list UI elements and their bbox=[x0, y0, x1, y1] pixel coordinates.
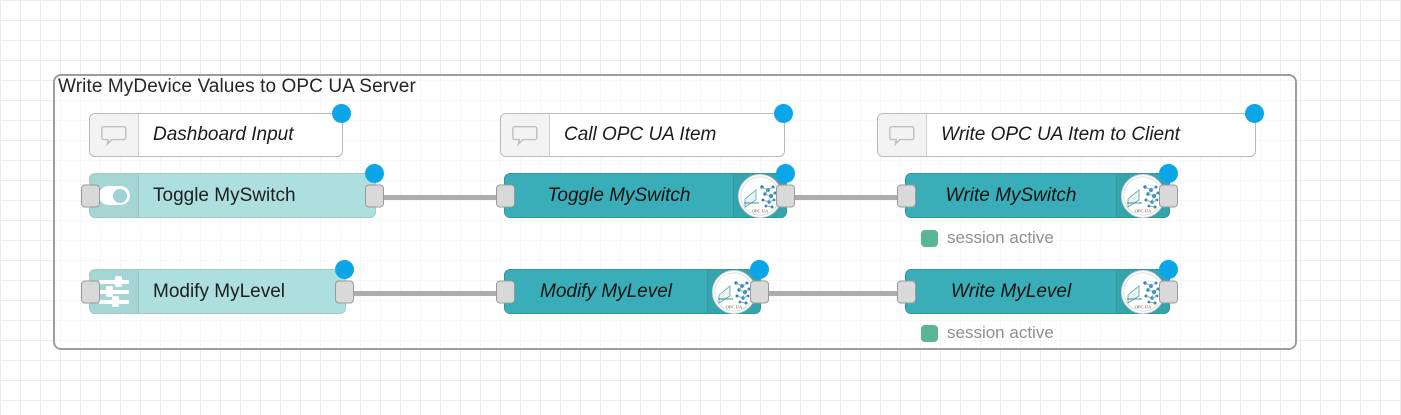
opc-ua-logo-icon: OPC UA bbox=[1116, 269, 1169, 314]
input-port[interactable] bbox=[81, 280, 100, 303]
unsaved-changes-badge bbox=[365, 164, 384, 183]
unsaved-changes-badge bbox=[335, 260, 354, 279]
node-write-myswitch-opcua-client[interactable]: Write MySwitch bbox=[897, 164, 1178, 218]
comment-label: Dashboard Input bbox=[153, 124, 294, 145]
input-port[interactable] bbox=[897, 280, 916, 303]
node-label: Write MyLevel bbox=[950, 280, 1072, 302]
unsaved-changes-badge bbox=[774, 104, 793, 123]
unsaved-changes-badge bbox=[1159, 260, 1178, 279]
status-badge-write-mylevel: session active bbox=[921, 323, 1054, 343]
input-port[interactable] bbox=[496, 184, 515, 207]
comment-label: Write OPC UA Item to Client bbox=[941, 124, 1180, 145]
output-port[interactable] bbox=[365, 184, 384, 207]
node-label: Write MySwitch bbox=[945, 184, 1077, 206]
input-port[interactable] bbox=[897, 184, 916, 207]
status-badge-write-myswitch: session active bbox=[921, 228, 1054, 248]
comment-node-dashboard-input[interactable]: Dashboard Input bbox=[89, 104, 351, 157]
output-port[interactable] bbox=[335, 280, 354, 303]
group-title: Write MyDevice Values to OPC UA Server bbox=[58, 76, 416, 97]
input-port[interactable] bbox=[81, 184, 100, 207]
speech-bubble-icon bbox=[90, 114, 139, 156]
node-label: Toggle MySwitch bbox=[153, 184, 296, 206]
output-port[interactable] bbox=[750, 280, 769, 303]
opc-ua-caption: OPC UA bbox=[752, 208, 769, 213]
opc-ua-logo-icon: OPC UA bbox=[1116, 173, 1169, 218]
speech-bubble-icon bbox=[501, 114, 550, 156]
comment-node-write-opc-ua-item-to-client[interactable]: Write OPC UA Item to Client bbox=[877, 104, 1264, 157]
speech-bubble-icon bbox=[878, 114, 927, 156]
node-modify-mylevel-opcua-item[interactable]: Modify MyLevel bbox=[496, 260, 769, 314]
wire-toggle-opcua-to-write[interactable] bbox=[778, 195, 912, 200]
wire-level-opcua-to-write[interactable] bbox=[752, 291, 912, 296]
wire-level-dash-to-opcua[interactable] bbox=[348, 291, 503, 296]
opc-ua-caption: OPC UA bbox=[726, 304, 743, 309]
output-port[interactable] bbox=[1159, 280, 1178, 303]
unsaved-changes-badge bbox=[1159, 164, 1178, 183]
output-port[interactable] bbox=[1159, 184, 1178, 207]
node-toggle-myswitch-dashboard[interactable]: Toggle MySwitch bbox=[81, 164, 384, 218]
toggle-switch-icon bbox=[90, 174, 139, 217]
opc-ua-caption: OPC UA bbox=[1135, 304, 1152, 309]
sliders-icon bbox=[90, 270, 139, 313]
node-label: Toggle MySwitch bbox=[547, 184, 691, 206]
node-label: Modify MyLevel bbox=[540, 280, 672, 302]
unsaved-changes-badge bbox=[1245, 104, 1264, 123]
unsaved-changes-badge bbox=[332, 104, 351, 123]
node-toggle-myswitch-opcua-item[interactable]: Toggle MySwitch bbox=[496, 164, 795, 218]
comment-label: Call OPC UA Item bbox=[564, 124, 717, 145]
unsaved-changes-badge bbox=[750, 260, 769, 279]
status-label: session active bbox=[947, 228, 1054, 247]
output-port[interactable] bbox=[776, 184, 795, 207]
node-write-mylevel-opcua-client[interactable]: Write MyLevel bbox=[897, 260, 1178, 314]
input-port[interactable] bbox=[496, 280, 515, 303]
status-label: session active bbox=[947, 323, 1054, 342]
opc-ua-caption: OPC UA bbox=[1135, 208, 1152, 213]
status-indicator-dot bbox=[921, 229, 938, 247]
wire-toggle-dash-to-opcua[interactable] bbox=[378, 195, 503, 200]
comment-node-call-opc-ua-item[interactable]: Call OPC UA Item bbox=[500, 104, 793, 157]
opc-ua-logo-icon: OPC UA bbox=[707, 269, 760, 314]
node-label: Modify MyLevel bbox=[153, 280, 285, 302]
node-modify-mylevel-dashboard[interactable]: Modify MyLevel bbox=[81, 260, 354, 314]
status-indicator-dot bbox=[921, 324, 938, 342]
unsaved-changes-badge bbox=[776, 164, 795, 183]
